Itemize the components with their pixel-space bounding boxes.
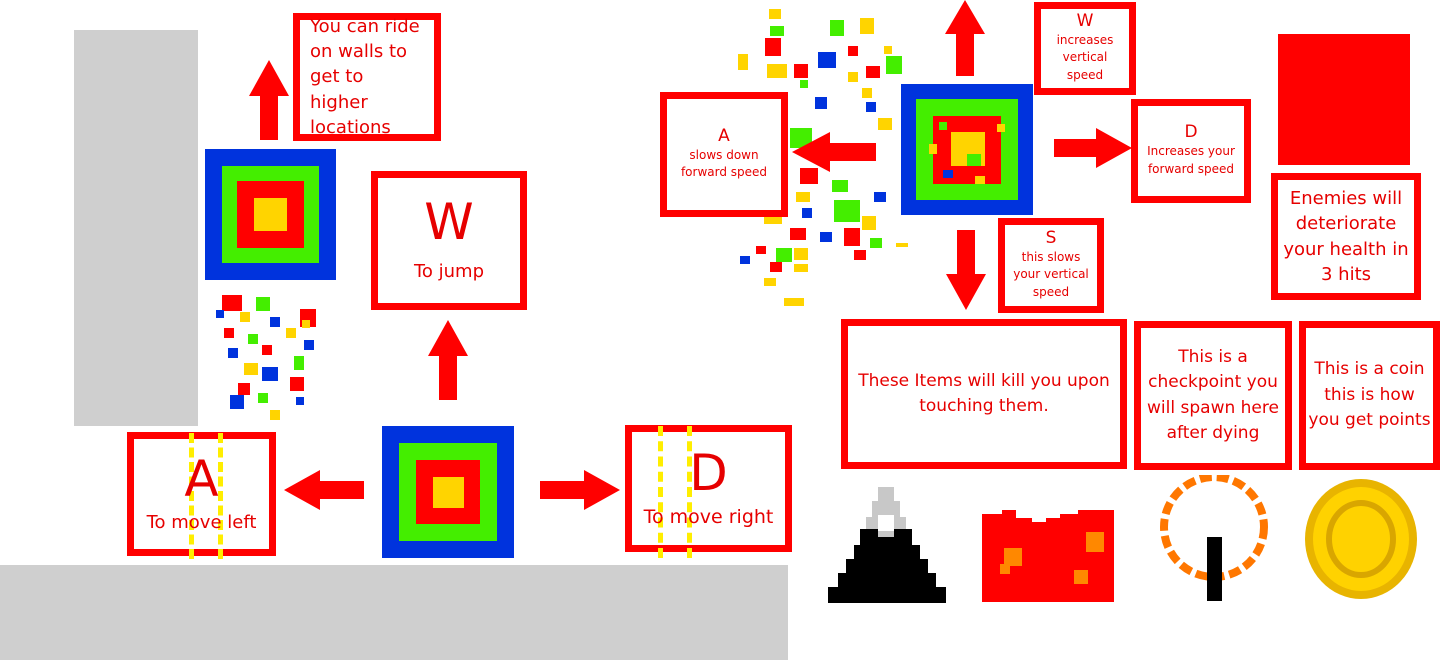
enemies-tip-box: Enemies will deteriorate your health in … xyxy=(1271,173,1421,300)
move-right-key-label: D xyxy=(689,443,728,502)
enemy-icon xyxy=(1278,34,1410,165)
d-key-label: D xyxy=(1184,122,1198,143)
w-key-desc: increases vertical speed xyxy=(1056,32,1114,82)
lava-hazard-icon xyxy=(982,510,1114,602)
floor xyxy=(0,565,788,660)
checkpoint-icon xyxy=(1160,475,1268,601)
move-left-key-label: A xyxy=(184,449,219,508)
arrow-down-icon xyxy=(946,230,986,310)
a-key-desc: slows down forward speed xyxy=(680,147,768,179)
move-left-key-desc: To move left xyxy=(146,511,257,533)
spike-hazard-icon xyxy=(828,487,946,603)
move-left-key-box: A To move left xyxy=(127,432,276,559)
coin-tip-text: This is a coin this is how you get point… xyxy=(1308,359,1431,431)
player-cube-icon xyxy=(205,149,336,280)
player-cube-icon xyxy=(382,426,514,558)
wall-column xyxy=(74,30,198,426)
arrow-right-icon xyxy=(540,470,620,510)
move-right-key-desc: To move right xyxy=(643,505,774,528)
s-key-label: S xyxy=(1045,227,1057,248)
wallride-tip-text: You can ride on walls to get to higher l… xyxy=(310,16,420,138)
arrow-left-icon xyxy=(792,132,876,172)
s-key-box: S this slows your vertical speed xyxy=(998,218,1104,313)
d-key-box: D Increases your forward speed xyxy=(1131,99,1251,203)
wallride-tip-box: You can ride on walls to get to higher l… xyxy=(293,13,441,141)
a-key-label: A xyxy=(718,125,730,146)
a-key-box: A slows down forward speed xyxy=(660,92,788,217)
arrow-right-icon xyxy=(1054,128,1132,168)
checkpoint-tip-box: This is a checkpoint you will spawn here… xyxy=(1134,321,1292,470)
enemies-tip-text: Enemies will deteriorate your health in … xyxy=(1283,188,1409,285)
hazards-tip-text: These Items will kill you upon touching … xyxy=(858,370,1110,417)
jump-key-box: W To jump xyxy=(371,171,527,310)
ladder-decoration xyxy=(658,426,692,558)
s-key-desc: this slows your vertical speed xyxy=(1013,249,1089,299)
jump-key-desc: To jump xyxy=(413,261,485,283)
w-key-box: W increases vertical speed xyxy=(1034,2,1136,95)
coin-icon xyxy=(1305,479,1417,599)
arrow-up-icon xyxy=(428,320,468,400)
hazards-tip-box: These Items will kill you upon touching … xyxy=(841,319,1127,469)
arrow-left-icon xyxy=(284,470,364,510)
ladder-decoration xyxy=(189,433,223,559)
player-cube-icon xyxy=(901,84,1033,215)
jump-key-label: W xyxy=(424,193,474,252)
move-right-key-box: D To move right xyxy=(625,425,792,558)
d-key-desc: Increases your forward speed xyxy=(1147,144,1235,176)
coin-tip-box: This is a coin this is how you get point… xyxy=(1299,321,1440,470)
w-key-label: W xyxy=(1076,10,1094,31)
arrow-up-icon xyxy=(249,60,289,140)
checkpoint-tip-text: This is a checkpoint you will spawn here… xyxy=(1147,346,1279,444)
arrow-up-icon xyxy=(945,0,985,76)
